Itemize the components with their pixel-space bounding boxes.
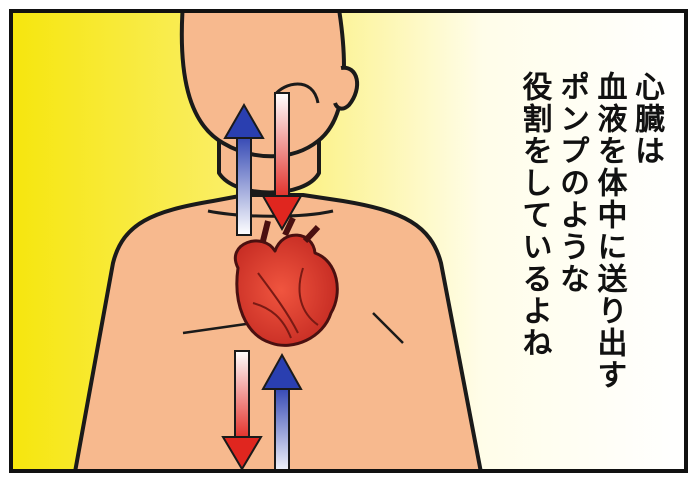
caption-line-1: 心臓は — [631, 71, 663, 431]
caption-line-3: ポンプのような — [556, 71, 588, 431]
comic-panel: 心臓は 血液を体中に送り出す ポンプのような 役割をしているよね — [9, 9, 688, 473]
head — [182, 13, 344, 156]
caption-line-2: 血液を体中に送り出す — [593, 71, 625, 431]
caption-line-4: 役割をしているよね — [518, 71, 550, 431]
caption-text: 心臓は 血液を体中に送り出す ポンプのような 役割をしているよね — [518, 71, 662, 431]
